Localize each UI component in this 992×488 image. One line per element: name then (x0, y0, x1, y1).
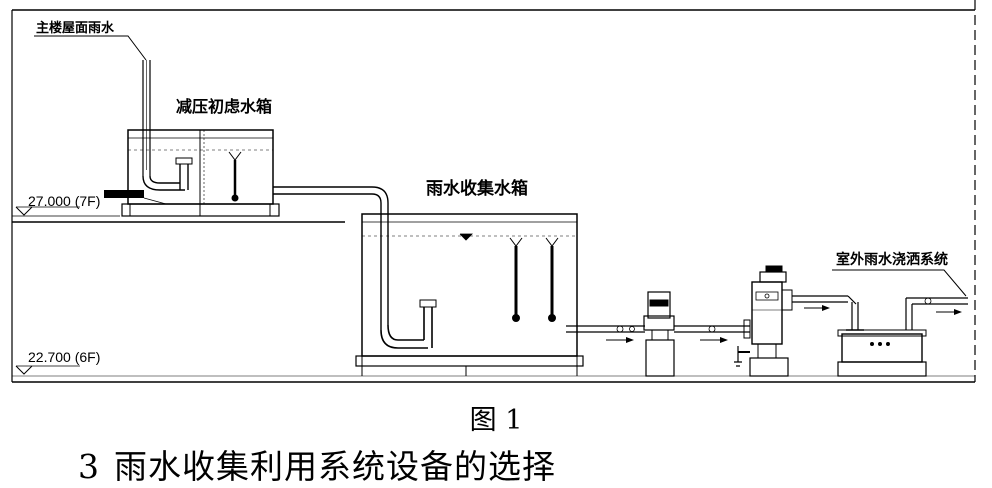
flow-arrow-1 (606, 337, 634, 343)
label-main-roof-rainwater: 主楼屋面雨水 (36, 20, 115, 36)
pump (643, 291, 675, 377)
flow-arrow-3 (804, 305, 830, 311)
level-label-6f: 22.700 (6F) (28, 349, 100, 365)
rainwater-system-diagram: 27.000 (7F) 22.700 (6F) 主楼屋面雨水 减压初虑水箱 (11, 0, 976, 383)
section-heading: 3 雨水收集利用系统设备的选择 (78, 440, 556, 488)
section-number: 3 (78, 447, 100, 486)
leader-main-roof (34, 35, 147, 61)
collection-tank (361, 213, 578, 357)
label-collection-tank: 雨水收集水箱 (426, 178, 528, 199)
pump-discharge-pipe (674, 319, 751, 339)
pressure-tank (127, 129, 274, 205)
label-pressure-tank: 减压初虑水箱 (176, 97, 272, 116)
outdoor-tank (837, 329, 927, 377)
roof-downpipe (142, 60, 193, 191)
flow-arrow-4 (936, 309, 962, 315)
pump-suction-pipe (566, 325, 645, 333)
overflow-outlet (104, 190, 167, 205)
transfer-pipe (273, 186, 437, 349)
flow-arrow-2 (700, 337, 728, 343)
filter-unit (734, 265, 793, 377)
section-title: 雨水收集利用系统设备的选择 (114, 447, 556, 486)
outlet-pipe-to-outdoor (792, 295, 864, 331)
level-marker-7f (15, 206, 80, 216)
collection-tank-stand (355, 355, 584, 376)
floor-7f-slab (12, 215, 345, 223)
floor-6f-slab (12, 375, 975, 383)
figure-caption: 图 1 (469, 405, 523, 436)
leader-outdoor-system (832, 269, 967, 297)
level-marker-6f (15, 365, 80, 375)
outdoor-discharge-pipe (905, 297, 968, 330)
pressure-tank-stand (121, 203, 280, 217)
level-label-7f: 27.000 (7F) (28, 193, 100, 209)
label-outdoor-system: 室外雨水浇洒系统 (836, 251, 948, 268)
